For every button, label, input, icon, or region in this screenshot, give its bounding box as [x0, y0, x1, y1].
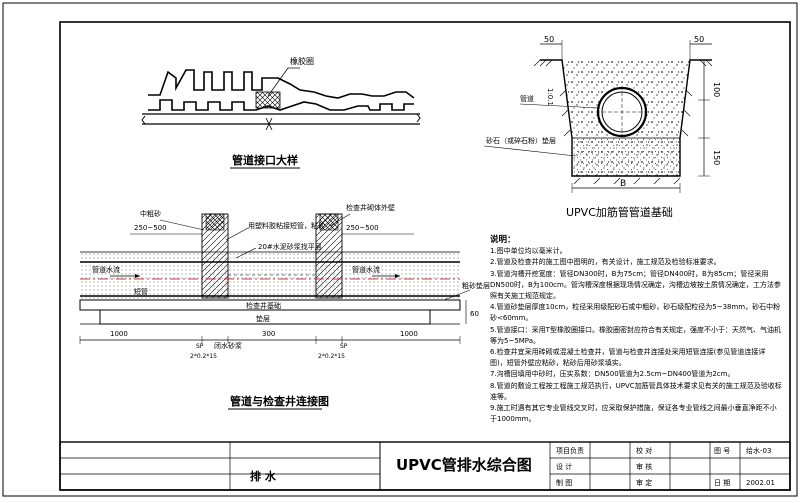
note-item: 2.管道及检查井的施工图中图明的，有关设计，施工规范及检验标准要求。	[490, 258, 721, 267]
note-item: 5.管道接口：采用T型橡胶圈接口。橡胶圈密封应符合有关规定，强度不小于：天然气、…	[490, 325, 781, 345]
dim-side-left: 50	[544, 35, 554, 44]
width-label: B	[620, 179, 626, 189]
dim-1000-right: 1000	[400, 330, 418, 338]
note-item: 6.检查井宜采用砖砌或混凝土检查井，管道与检查井连接处采用短管连接(参见管道连接…	[490, 348, 766, 368]
flow-label-left: 管道水流	[92, 265, 120, 274]
title-block: 排 水 UPVC管排水综合图 项目负责 设 计 制 图 校 对 审 核 审 定 …	[59, 441, 791, 491]
mortar-label: 闭水砂浆	[214, 341, 242, 350]
trench-section: 50 50 100 150 1:0.1 B 管道 砂石（或碎石粉）垫层 UPVC…	[483, 35, 721, 219]
label-20-mortar: 20#水泥砂浆找平层	[258, 242, 322, 251]
note-item: 8.管道的敷设工程按工程施工规范执行，UPVC加筋管具体技术要求见有关的施工规范…	[490, 381, 782, 401]
flow-label-right: 管道水流	[352, 265, 380, 274]
dim-sp-2: SP	[340, 343, 348, 350]
manhole-wall-label: 检查井砌体外壁	[346, 203, 395, 212]
joint-detail-title: 管道接口大样	[232, 153, 298, 167]
tb-drawing-no-value: 给水-03	[746, 446, 771, 455]
outer-frame	[2, 2, 798, 497]
range-left: 250~500	[134, 224, 167, 232]
discipline-label: 排 水	[250, 469, 277, 483]
tb-drawing-no-label: 图 号	[714, 447, 730, 455]
dim-top: 100	[712, 82, 721, 97]
rubber-ring-leader	[267, 67, 289, 97]
dim-60: 60	[470, 310, 479, 318]
joint-detail: 橡胶圈 管道接口大样	[141, 56, 421, 169]
dim-sp-1: SP	[196, 343, 204, 350]
tb-date-value: 2002.01	[746, 479, 775, 487]
sand-bed-callout: 砂石（或碎石粉）垫层	[486, 136, 556, 145]
dim-300: 300	[262, 330, 275, 338]
tb-row2-left: 设 计	[556, 462, 572, 471]
note-item: 9.施工时遇有其它专业管线交叉时，应采取保护措施，保证各专业管线之间最小垂直净距…	[490, 404, 777, 424]
notes-block: 说明： 1.图中单位均以毫米计。 2.管道及检查井的施工图中图明的，有关设计，施…	[490, 235, 782, 425]
tb-row1-left: 项目负责	[556, 446, 584, 455]
coarse-sand-label: 中粗砂	[140, 209, 161, 218]
range-right: 250~500	[346, 224, 379, 232]
dim-bottom-right: 2*0.2*15	[318, 353, 345, 360]
dim-bottom: 150	[712, 150, 721, 165]
notes-heading: 说明：	[490, 235, 516, 245]
manhole-base-label: 检查井基础	[246, 301, 281, 310]
tb-row3-mid: 审 定	[636, 478, 652, 487]
note-item: 1.图中单位均以毫米计。	[490, 247, 567, 256]
dim-1000-left: 1000	[110, 330, 128, 338]
note-item: 7.沟槽回填用中砂时，压实系数：DN500管道为2.5cm~DN400管道为2c…	[490, 370, 735, 379]
connection-title: 管道与检查井连接图	[230, 394, 329, 408]
drawing-title: UPVC管排水综合图	[396, 456, 532, 474]
note-item: 4.管道砂垫层厚度10cm，粒径采用级配砂石或中粗砂，砂石级配粒径为5~38mm…	[490, 303, 781, 323]
connection-drawing: 管道水流 管道水流 检查井基础 垫层 250~500 250~500 中粗砂 检…	[79, 203, 490, 410]
tb-row3-left: 制 图	[556, 478, 572, 487]
dim-slope: 1:0.1	[546, 88, 554, 106]
short-pipe-label: 短管	[134, 287, 148, 296]
tb-date-label: 日 期	[714, 479, 730, 487]
sand-bed-label: 粗砂垫层	[462, 281, 490, 290]
dim-side-right: 50	[694, 35, 704, 44]
note-item: 3.管道沟槽开挖宽度：管径DN300时，B为75cm；管径DN400时，B为85…	[490, 269, 781, 301]
base-label: 垫层	[256, 314, 270, 323]
trench-section-title: UPVC加筋管管道基础	[566, 205, 673, 219]
collar-note: 用塑料胶粘接短管，粘砂	[248, 221, 325, 230]
tb-row1-mid: 校 对	[636, 446, 652, 455]
rubber-ring-callout: 橡胶圈	[290, 56, 314, 66]
pipe-callout: 管道	[520, 94, 534, 103]
dim-bottom-left: 2*0.2*15	[190, 353, 217, 360]
tb-row2-mid: 审 核	[636, 462, 652, 471]
